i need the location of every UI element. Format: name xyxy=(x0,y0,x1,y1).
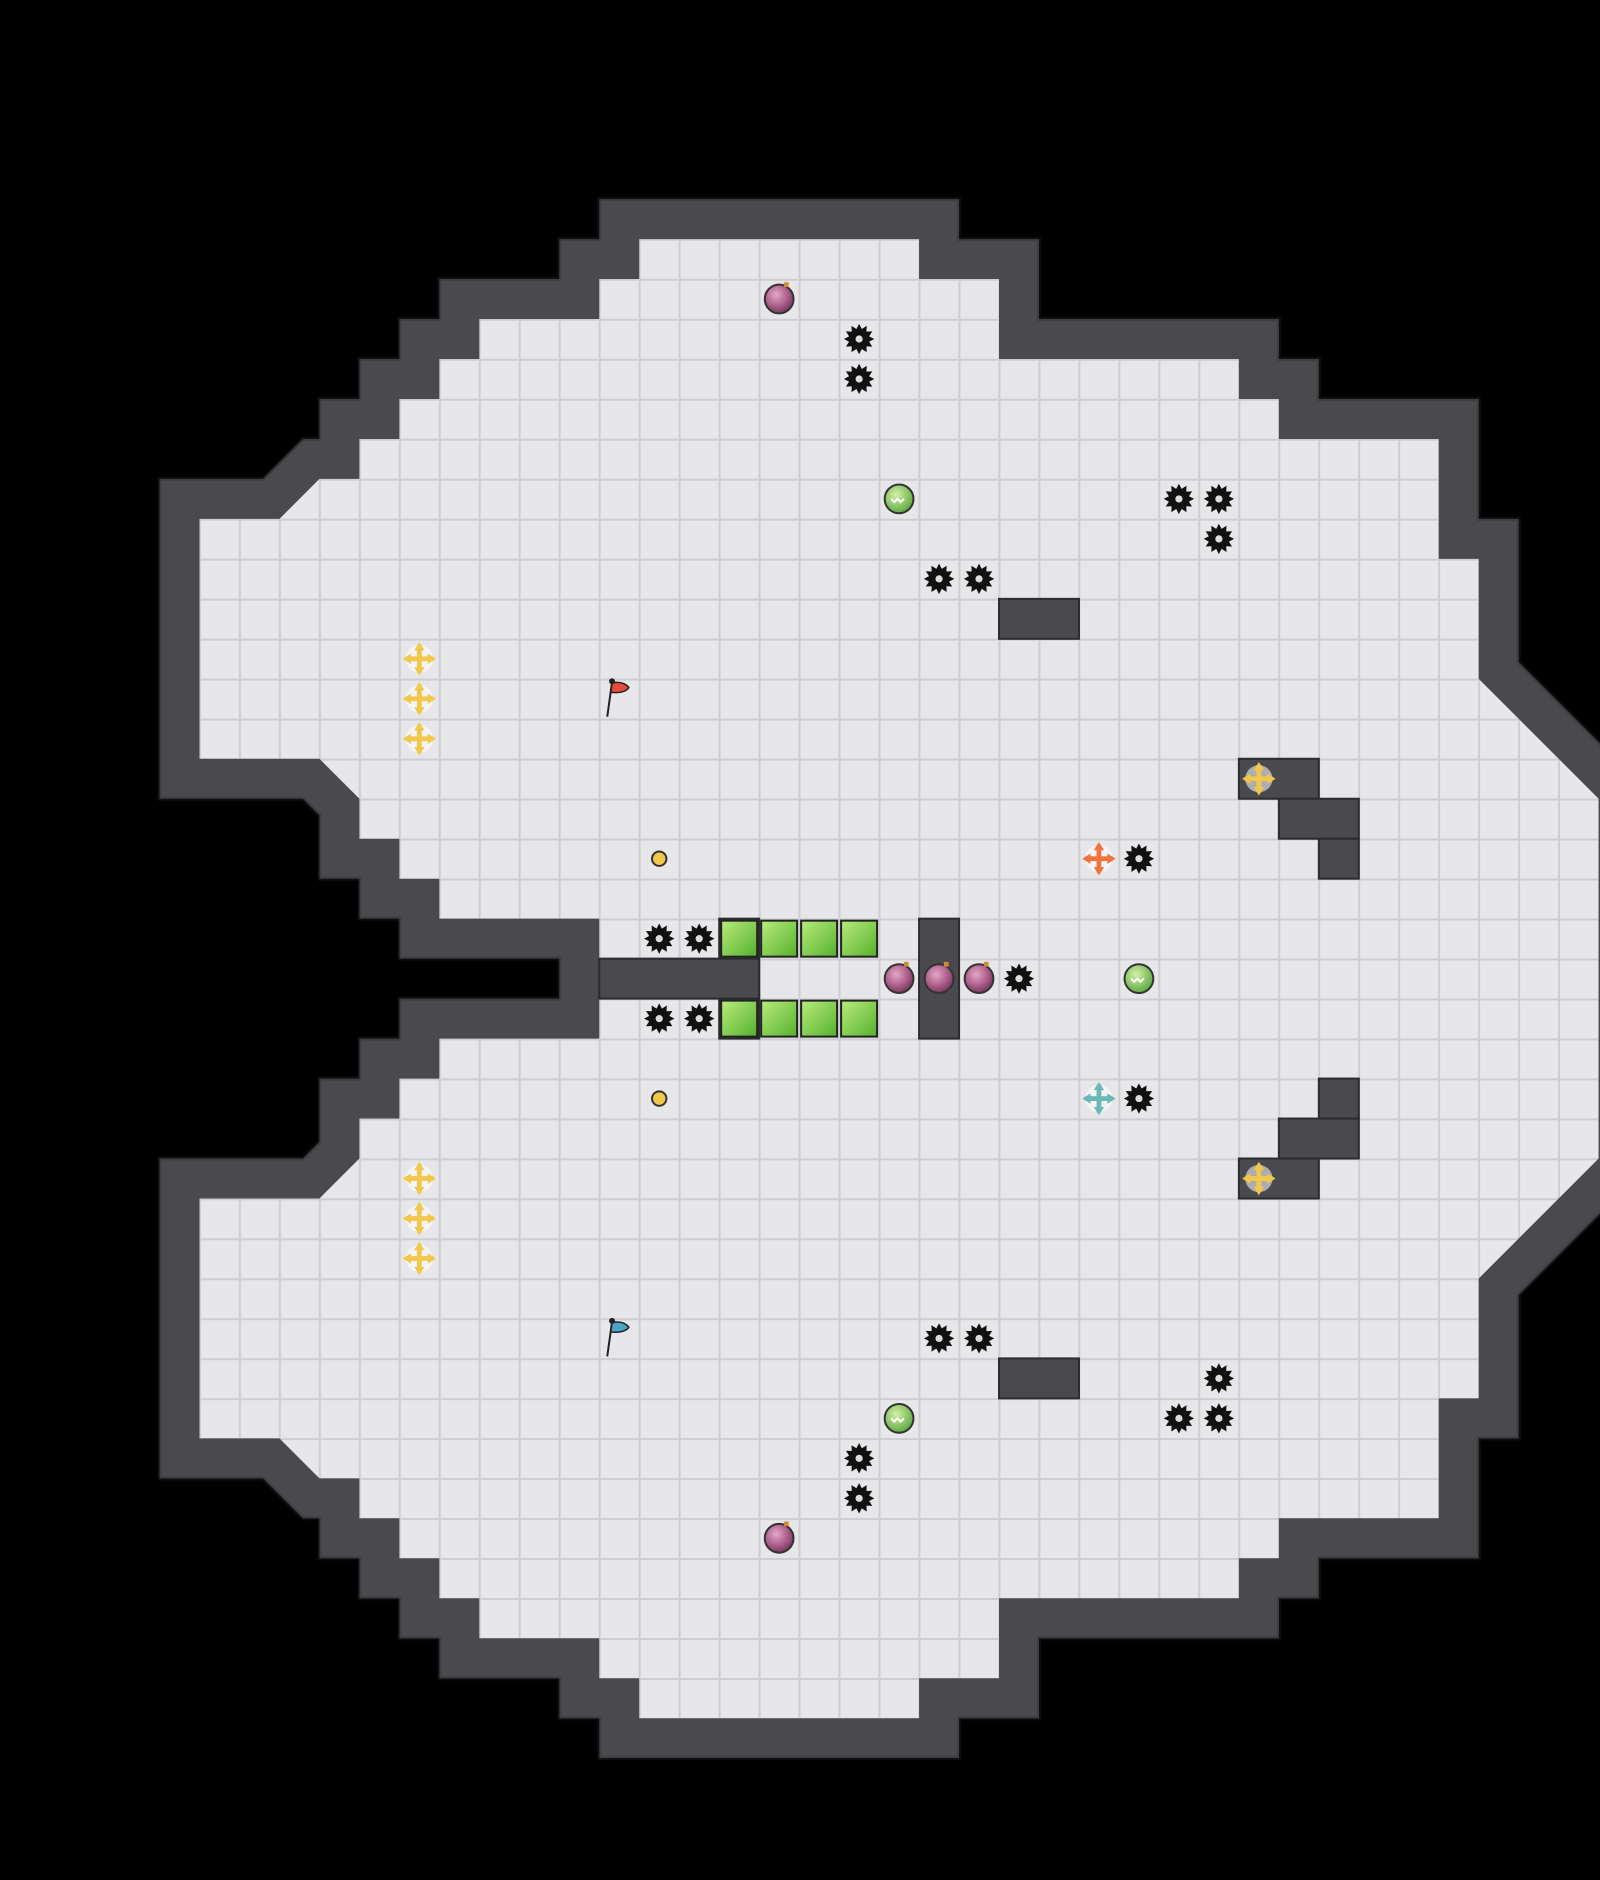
spike-icon xyxy=(1163,483,1195,515)
spike-icon xyxy=(644,923,675,954)
button-icon xyxy=(651,1090,668,1107)
red-flag-icon xyxy=(606,678,630,717)
wall-block xyxy=(1277,797,1360,840)
wall-block xyxy=(1317,837,1360,880)
bomb-icon xyxy=(763,1521,795,1554)
spike-icon xyxy=(1163,1403,1195,1434)
spike-icon xyxy=(1203,1363,1235,1394)
bomb-icon xyxy=(963,961,995,995)
jukejuice-icon xyxy=(883,1402,915,1434)
spike-icon xyxy=(1123,843,1155,874)
gate-tile xyxy=(760,999,799,1038)
spike-icon xyxy=(1203,523,1235,555)
spike-icon xyxy=(843,363,875,395)
boost-icon xyxy=(1082,841,1116,876)
wall-block xyxy=(598,957,761,1000)
gate-tile xyxy=(840,999,879,1038)
bomb-icon xyxy=(763,282,795,315)
spike-icon xyxy=(843,1483,875,1514)
jukejuice-icon xyxy=(883,483,915,515)
spike-icon xyxy=(1123,1083,1155,1114)
boost-icon xyxy=(402,722,437,756)
wall-block xyxy=(998,1357,1080,1400)
spike-icon xyxy=(923,1323,955,1354)
spike-icon xyxy=(684,923,715,954)
gate-tile xyxy=(800,919,839,958)
blue-flag-icon xyxy=(606,1317,630,1357)
wall-block xyxy=(1237,757,1320,800)
gate-tile xyxy=(720,919,759,958)
objects-layer xyxy=(402,282,1276,1554)
bomb-icon xyxy=(883,961,915,995)
boost-icon xyxy=(402,1161,437,1196)
spike-icon xyxy=(923,563,955,595)
wall-block xyxy=(1317,1077,1360,1120)
spike-icon xyxy=(963,1323,995,1354)
boost-icon xyxy=(1242,1161,1276,1196)
spike-icon xyxy=(843,323,875,355)
boost-icon xyxy=(402,1201,437,1236)
wall-block xyxy=(998,597,1080,640)
gate-tile xyxy=(840,919,879,958)
button-icon xyxy=(651,850,668,867)
boost-icon xyxy=(402,642,437,676)
gate-tile xyxy=(800,999,839,1038)
jukejuice-icon xyxy=(1123,963,1155,995)
spike-icon xyxy=(1203,1403,1235,1434)
spike-icon xyxy=(644,1003,675,1034)
spike-icon xyxy=(843,1443,875,1474)
boost-icon xyxy=(402,682,437,716)
gate-tile xyxy=(760,919,799,958)
gate-tile xyxy=(720,999,759,1038)
bomb-icon xyxy=(923,961,955,995)
spike-icon xyxy=(684,1003,715,1034)
boost-icon xyxy=(1242,762,1276,796)
spike-icon xyxy=(963,563,995,595)
spike-icon xyxy=(1203,483,1235,515)
boost-icon xyxy=(1082,1081,1116,1116)
wall-block xyxy=(1277,1117,1360,1160)
spike-icon xyxy=(1003,963,1035,994)
boost-icon xyxy=(402,1241,437,1276)
